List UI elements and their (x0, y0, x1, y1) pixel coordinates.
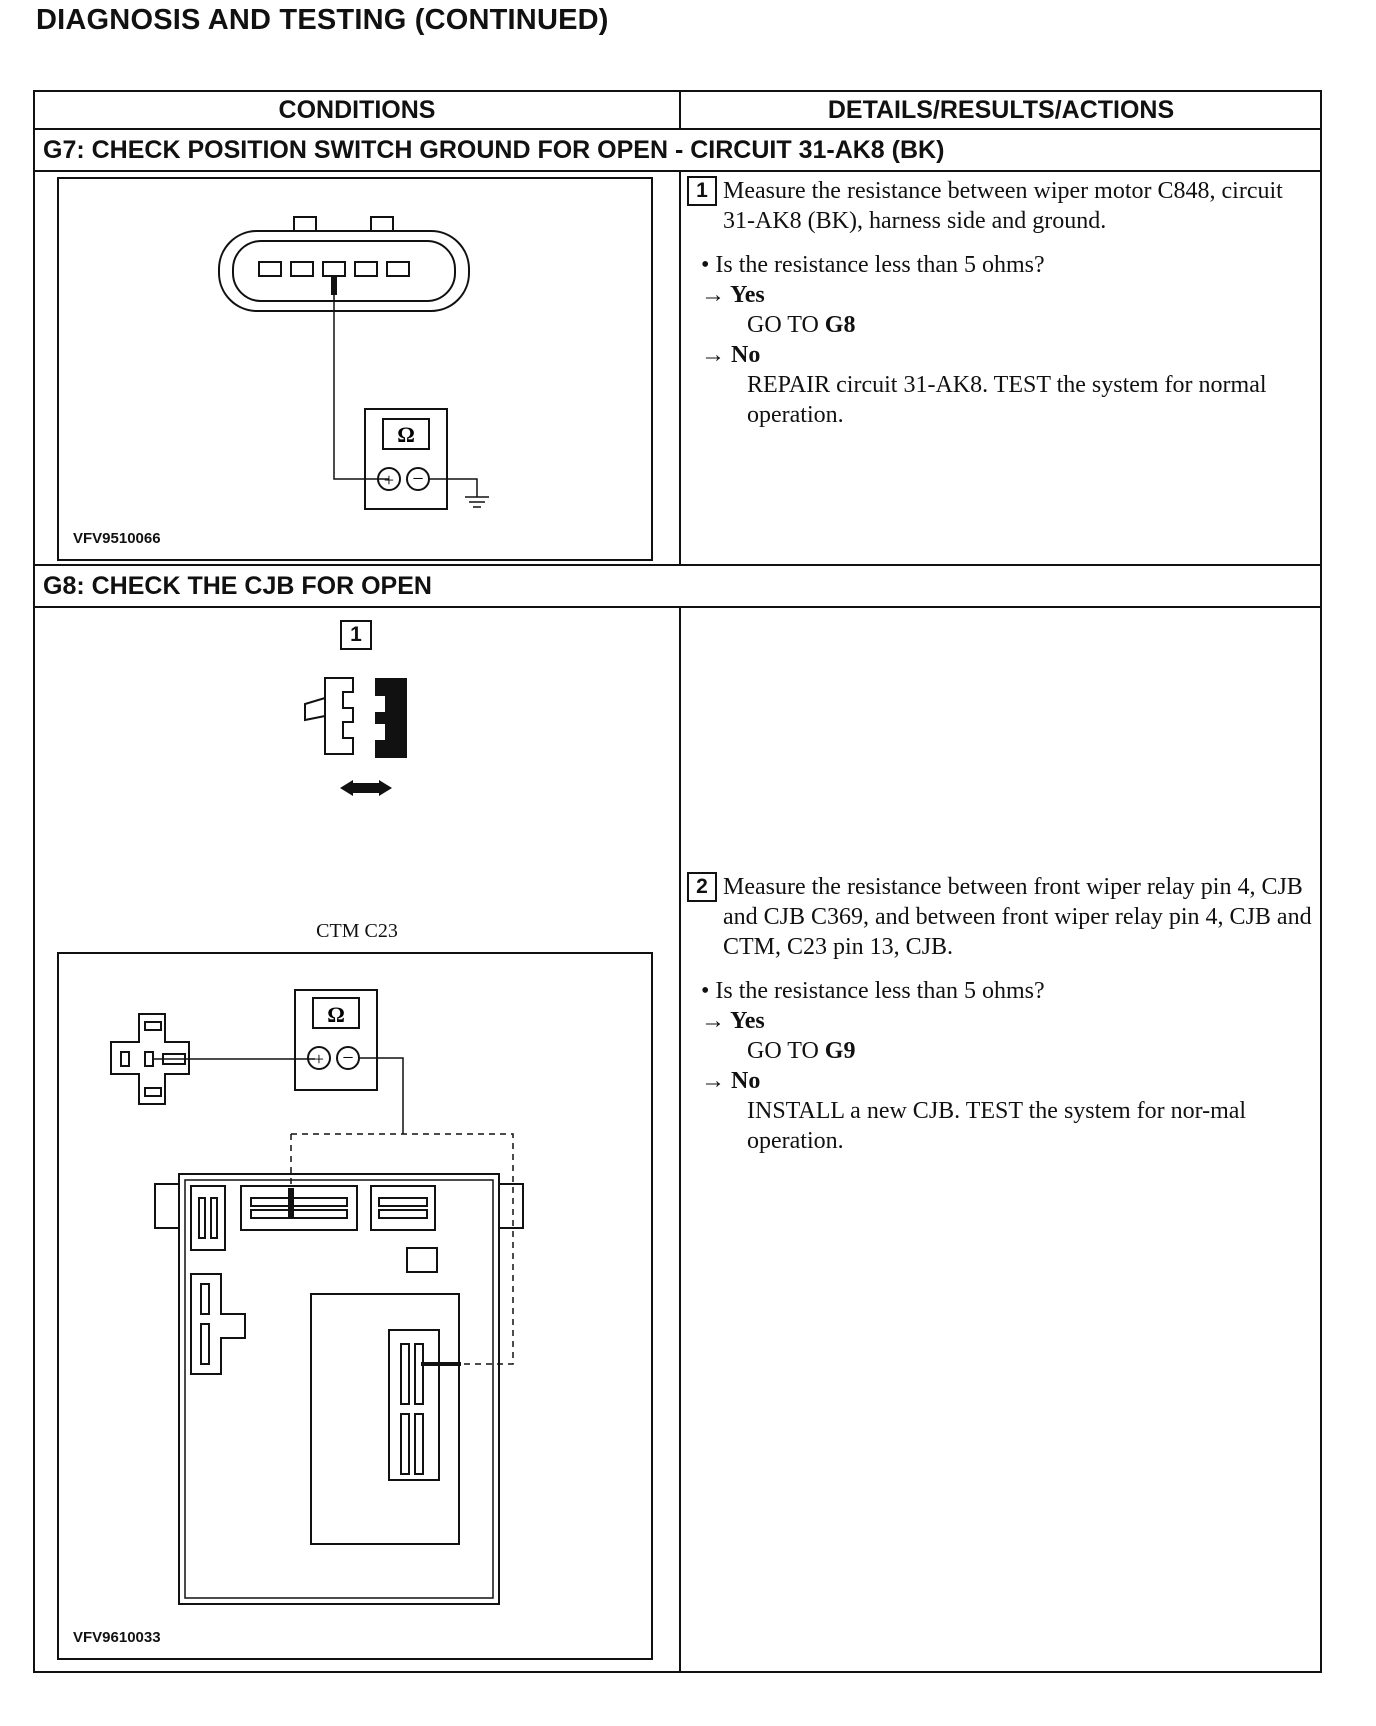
g8-connector-label: CTM C23 (316, 920, 398, 942)
ohm-symbol: Ω (397, 422, 415, 447)
g8-instruction: Measure the resistance between front wip… (723, 874, 1312, 960)
minus-terminal-symbol: − (412, 468, 423, 490)
g8-figure: Ω + − VFV9610033 (57, 952, 653, 1660)
g7-heading: G7: CHECK POSITION SWITCH GROUND FOR OPE… (43, 136, 945, 164)
relay-outline (110, 1013, 190, 1105)
g7-figure: Ω + − VFV9510066 (57, 177, 653, 561)
col-divider-g8 (679, 606, 681, 1671)
wiper-motor-connector-diagram: Ω + − (218, 216, 489, 510)
g8-ohm-symbol: Ω (327, 1002, 345, 1027)
g8-heading: G8: CHECK THE CJB FOR OPEN (43, 572, 432, 600)
multimeter-body (364, 408, 448, 510)
g7-goto-target: G8 (824, 312, 856, 338)
column-header-details: DETAILS/RESULTS/ACTIONS (827, 96, 1175, 124)
g7-instruction: Measure the resistance between wiper mot… (723, 178, 1283, 234)
g7-no-label: → No (701, 342, 761, 368)
g7-step-number: 1 (687, 176, 717, 206)
plus-terminal-symbol: + (384, 470, 394, 490)
multimeter-display (382, 418, 430, 450)
g8-heading-divider (35, 606, 1320, 608)
g8-figure-id: VFV9610033 (73, 1629, 161, 1646)
connector-disconnect-icon (304, 677, 407, 796)
col-divider-header (679, 92, 681, 128)
g8-figure-step: 1 (340, 620, 372, 650)
cjb-c369-connector (240, 1185, 358, 1231)
connector-tab-left (293, 216, 317, 232)
g8-goto-target: G9 (824, 1038, 856, 1064)
ctm-module (310, 1293, 460, 1545)
col-divider-g7 (679, 170, 681, 564)
g8-disconnect-illustration: 1 CTM C23 (35, 608, 679, 942)
g7-no-action: REPAIR circuit 31-AK8. TEST the system f… (747, 372, 1267, 428)
g8-actions: 2 Measure the resistance between front w… (687, 872, 1312, 1156)
connector-body-outer (218, 230, 470, 312)
g8-minus-terminal-symbol: − (342, 1047, 353, 1069)
g7-figure-id: VFV9510066 (73, 530, 161, 547)
g8-yes-label: → Yes (701, 1008, 765, 1034)
g7-heading-divider (35, 170, 1320, 172)
g8-no-action: INSTALL a new CJB. TEST the system for n… (747, 1098, 1247, 1154)
header-divider (35, 128, 1320, 130)
g7-question: • Is the resistance less than 5 ohms? (701, 252, 1045, 278)
g8-top-divider (35, 564, 1320, 566)
page-title: DIAGNOSIS AND TESTING (CONTINUED) (36, 4, 609, 36)
g8-no-label: → No (701, 1068, 761, 1094)
g8-multimeter-body (294, 989, 378, 1091)
g8-yes-action: GO TO G9 (747, 1038, 856, 1064)
diagnosis-table: CONDITIONS DETAILS/RESULTS/ACTIONS G7: C… (33, 90, 1322, 1673)
g8-question: • Is the resistance less than 5 ohms? (701, 978, 1045, 1004)
ctm-c23-connector (388, 1329, 440, 1481)
g7-yes-label: → Yes (701, 282, 765, 308)
connector-tab-right (370, 216, 394, 232)
g8-step-number: 2 (687, 872, 717, 902)
connector-body-inner (232, 240, 456, 302)
g8-plus-terminal-symbol: + (314, 1049, 324, 1069)
cjb-relay-diagram: Ω + − (110, 989, 524, 1605)
column-header-conditions: CONDITIONS (278, 96, 436, 124)
cjb-outline (178, 1173, 500, 1605)
g7-actions: 1 Measure the resistance between wiper m… (687, 176, 1312, 430)
g7-yes-action: GO TO G8 (747, 312, 856, 338)
